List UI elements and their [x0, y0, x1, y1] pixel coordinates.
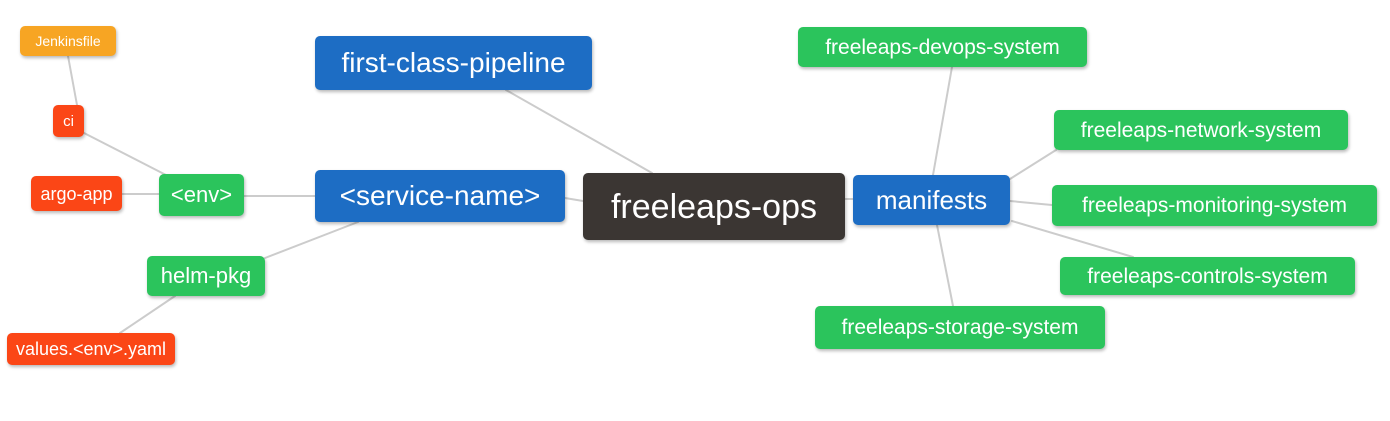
- node-manifests[interactable]: manifests: [853, 175, 1010, 225]
- node-env[interactable]: <env>: [159, 174, 244, 216]
- edge-service-name--freeleaps-ops: [564, 197, 584, 202]
- edge-helm-pkg--values-env-yaml: [119, 295, 176, 334]
- node-service-name[interactable]: <service-name>: [315, 170, 565, 222]
- edge-manifests--freeleaps-controls-system: [1011, 220, 1134, 258]
- node-freeleaps-network-system[interactable]: freeleaps-network-system: [1054, 110, 1348, 150]
- edge-jenkinsfile--ci: [67, 55, 78, 106]
- node-freeleaps-controls-system[interactable]: freeleaps-controls-system: [1060, 257, 1355, 295]
- node-first-class-pipeline[interactable]: first-class-pipeline: [315, 36, 592, 90]
- edge-manifests--freeleaps-network-system: [1009, 149, 1057, 180]
- node-freeleaps-monitoring-system[interactable]: freeleaps-monitoring-system: [1052, 185, 1377, 226]
- node-freeleaps-ops[interactable]: freeleaps-ops: [583, 173, 845, 240]
- edge-manifests--freeleaps-devops-system: [932, 66, 953, 176]
- edge-first-class-pipeline--freeleaps-ops: [505, 89, 653, 174]
- node-ci[interactable]: ci: [53, 105, 84, 137]
- node-helm-pkg[interactable]: helm-pkg: [147, 256, 265, 296]
- edge-manifests--freeleaps-storage-system: [936, 224, 954, 307]
- node-freeleaps-storage-system[interactable]: freeleaps-storage-system: [815, 306, 1105, 349]
- edge-service-name--helm-pkg: [264, 221, 359, 259]
- node-jenkinsfile[interactable]: Jenkinsfile: [20, 26, 116, 56]
- node-values-env-yaml[interactable]: values.<env>.yaml: [7, 333, 175, 365]
- edge-manifests--freeleaps-monitoring-system: [1009, 200, 1053, 206]
- node-argo-app[interactable]: argo-app: [31, 176, 122, 211]
- node-freeleaps-devops-system[interactable]: freeleaps-devops-system: [798, 27, 1087, 67]
- edge-ci--env: [83, 132, 167, 176]
